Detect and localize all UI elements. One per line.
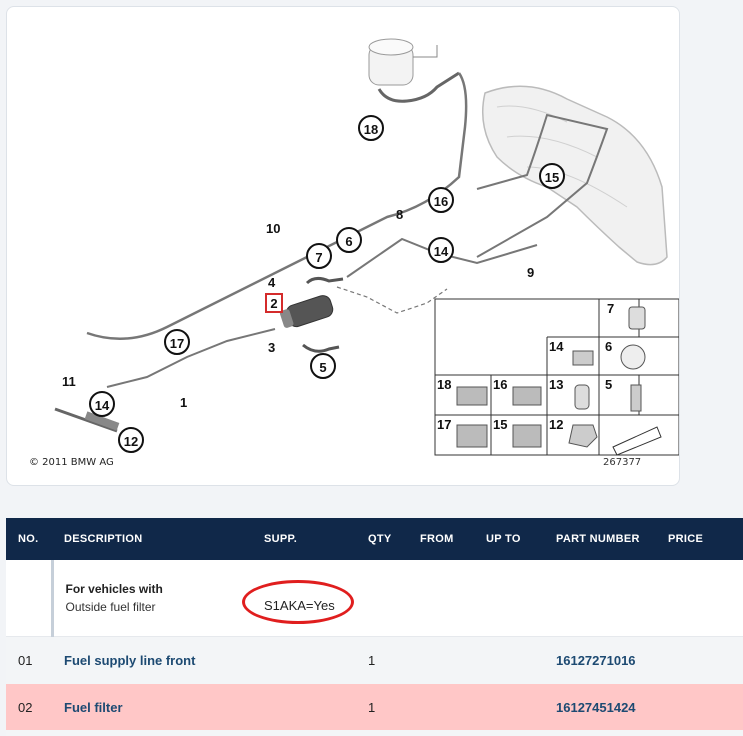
col-header-supp: SUPP. — [252, 518, 356, 560]
legend-17: 17 — [437, 417, 452, 432]
col-header-up-to: UP TO — [474, 518, 544, 560]
callout-14-bottom: 14 — [89, 391, 115, 417]
col-header-description: DESCRIPTION — [52, 518, 252, 560]
condition-no-cell — [6, 560, 52, 637]
label-4: 4 — [268, 275, 276, 290]
legend-16: 16 — [493, 377, 508, 392]
callout-5: 5 — [310, 353, 336, 379]
legend-13: 13 — [549, 377, 564, 392]
condition-description-cell: For vehicles with Outside fuel filter — [50, 560, 252, 637]
label-1: 1 — [180, 395, 188, 410]
col-header-no: NO. — [6, 518, 52, 560]
callout-14-top: 14 — [428, 237, 454, 263]
parts-table: NO. DESCRIPTION SUPP. QTY FROM UP TO PAR… — [6, 518, 743, 736]
callout-17: 17 — [164, 329, 190, 355]
legend-5: 5 — [605, 377, 613, 392]
label-10: 10 — [266, 221, 281, 236]
legend-18: 18 — [437, 377, 452, 392]
callout-12: 12 — [118, 427, 144, 453]
col-header-from: FROM — [408, 518, 474, 560]
supp-annotation-circle — [242, 580, 354, 624]
table-row[interactable]: 01 Fuel supply line front 1 16127271016 — [6, 636, 743, 684]
table-header-row: NO. DESCRIPTION SUPP. QTY FROM UP TO PAR… — [6, 518, 743, 560]
legend-7: 7 — [607, 301, 615, 316]
diagram-id: 267377 — [603, 457, 642, 468]
row-part-number-link[interactable]: 16127451424 — [544, 684, 656, 730]
label-2-highlighted: 2 — [265, 293, 283, 313]
row-description-link[interactable]: Fuel filter — [52, 684, 252, 730]
col-header-price: PRICE — [656, 518, 743, 560]
condition-row: For vehicles with Outside fuel filter S1… — [6, 560, 743, 637]
callout-15: 15 — [539, 163, 565, 189]
callout-6: 6 — [336, 227, 362, 253]
col-header-part-number: PART NUMBER — [544, 518, 656, 560]
legend-12: 12 — [549, 417, 564, 432]
col-header-qty: QTY — [356, 518, 408, 560]
row-description-link[interactable]: Fuel supply line front — [52, 636, 252, 684]
legend-14: 14 — [549, 339, 564, 354]
table-row-highlighted[interactable]: 02 Fuel filter 1 16127451424 — [6, 684, 743, 730]
label-3: 3 — [268, 340, 276, 355]
table-row-partial — [6, 730, 743, 736]
diagram-drawing — [54, 38, 679, 456]
legend-6: 6 — [605, 339, 613, 354]
label-8: 8 — [396, 207, 404, 222]
legend-15: 15 — [493, 417, 508, 432]
label-9: 9 — [527, 265, 535, 280]
condition-title: For vehicles with — [65, 582, 163, 596]
parts-diagram: 18 16 15 14 9 8 10 7 6 4 2 3 5 17 1 11 1… — [6, 6, 680, 486]
diagram-copyright: © 2011 BMW AG — [29, 457, 114, 468]
row-part-number-link[interactable]: 16127271016 — [544, 636, 656, 684]
label-11: 11 — [62, 374, 76, 389]
callout-18: 18 — [358, 115, 384, 141]
condition-subtitle: Outside fuel filter — [65, 600, 156, 614]
callout-16: 16 — [428, 187, 454, 213]
row-qty: 1 — [356, 636, 408, 684]
callout-7: 7 — [306, 243, 332, 269]
row-no: 01 — [6, 636, 52, 684]
row-qty: 1 — [356, 684, 408, 730]
row-no: 02 — [6, 684, 52, 730]
